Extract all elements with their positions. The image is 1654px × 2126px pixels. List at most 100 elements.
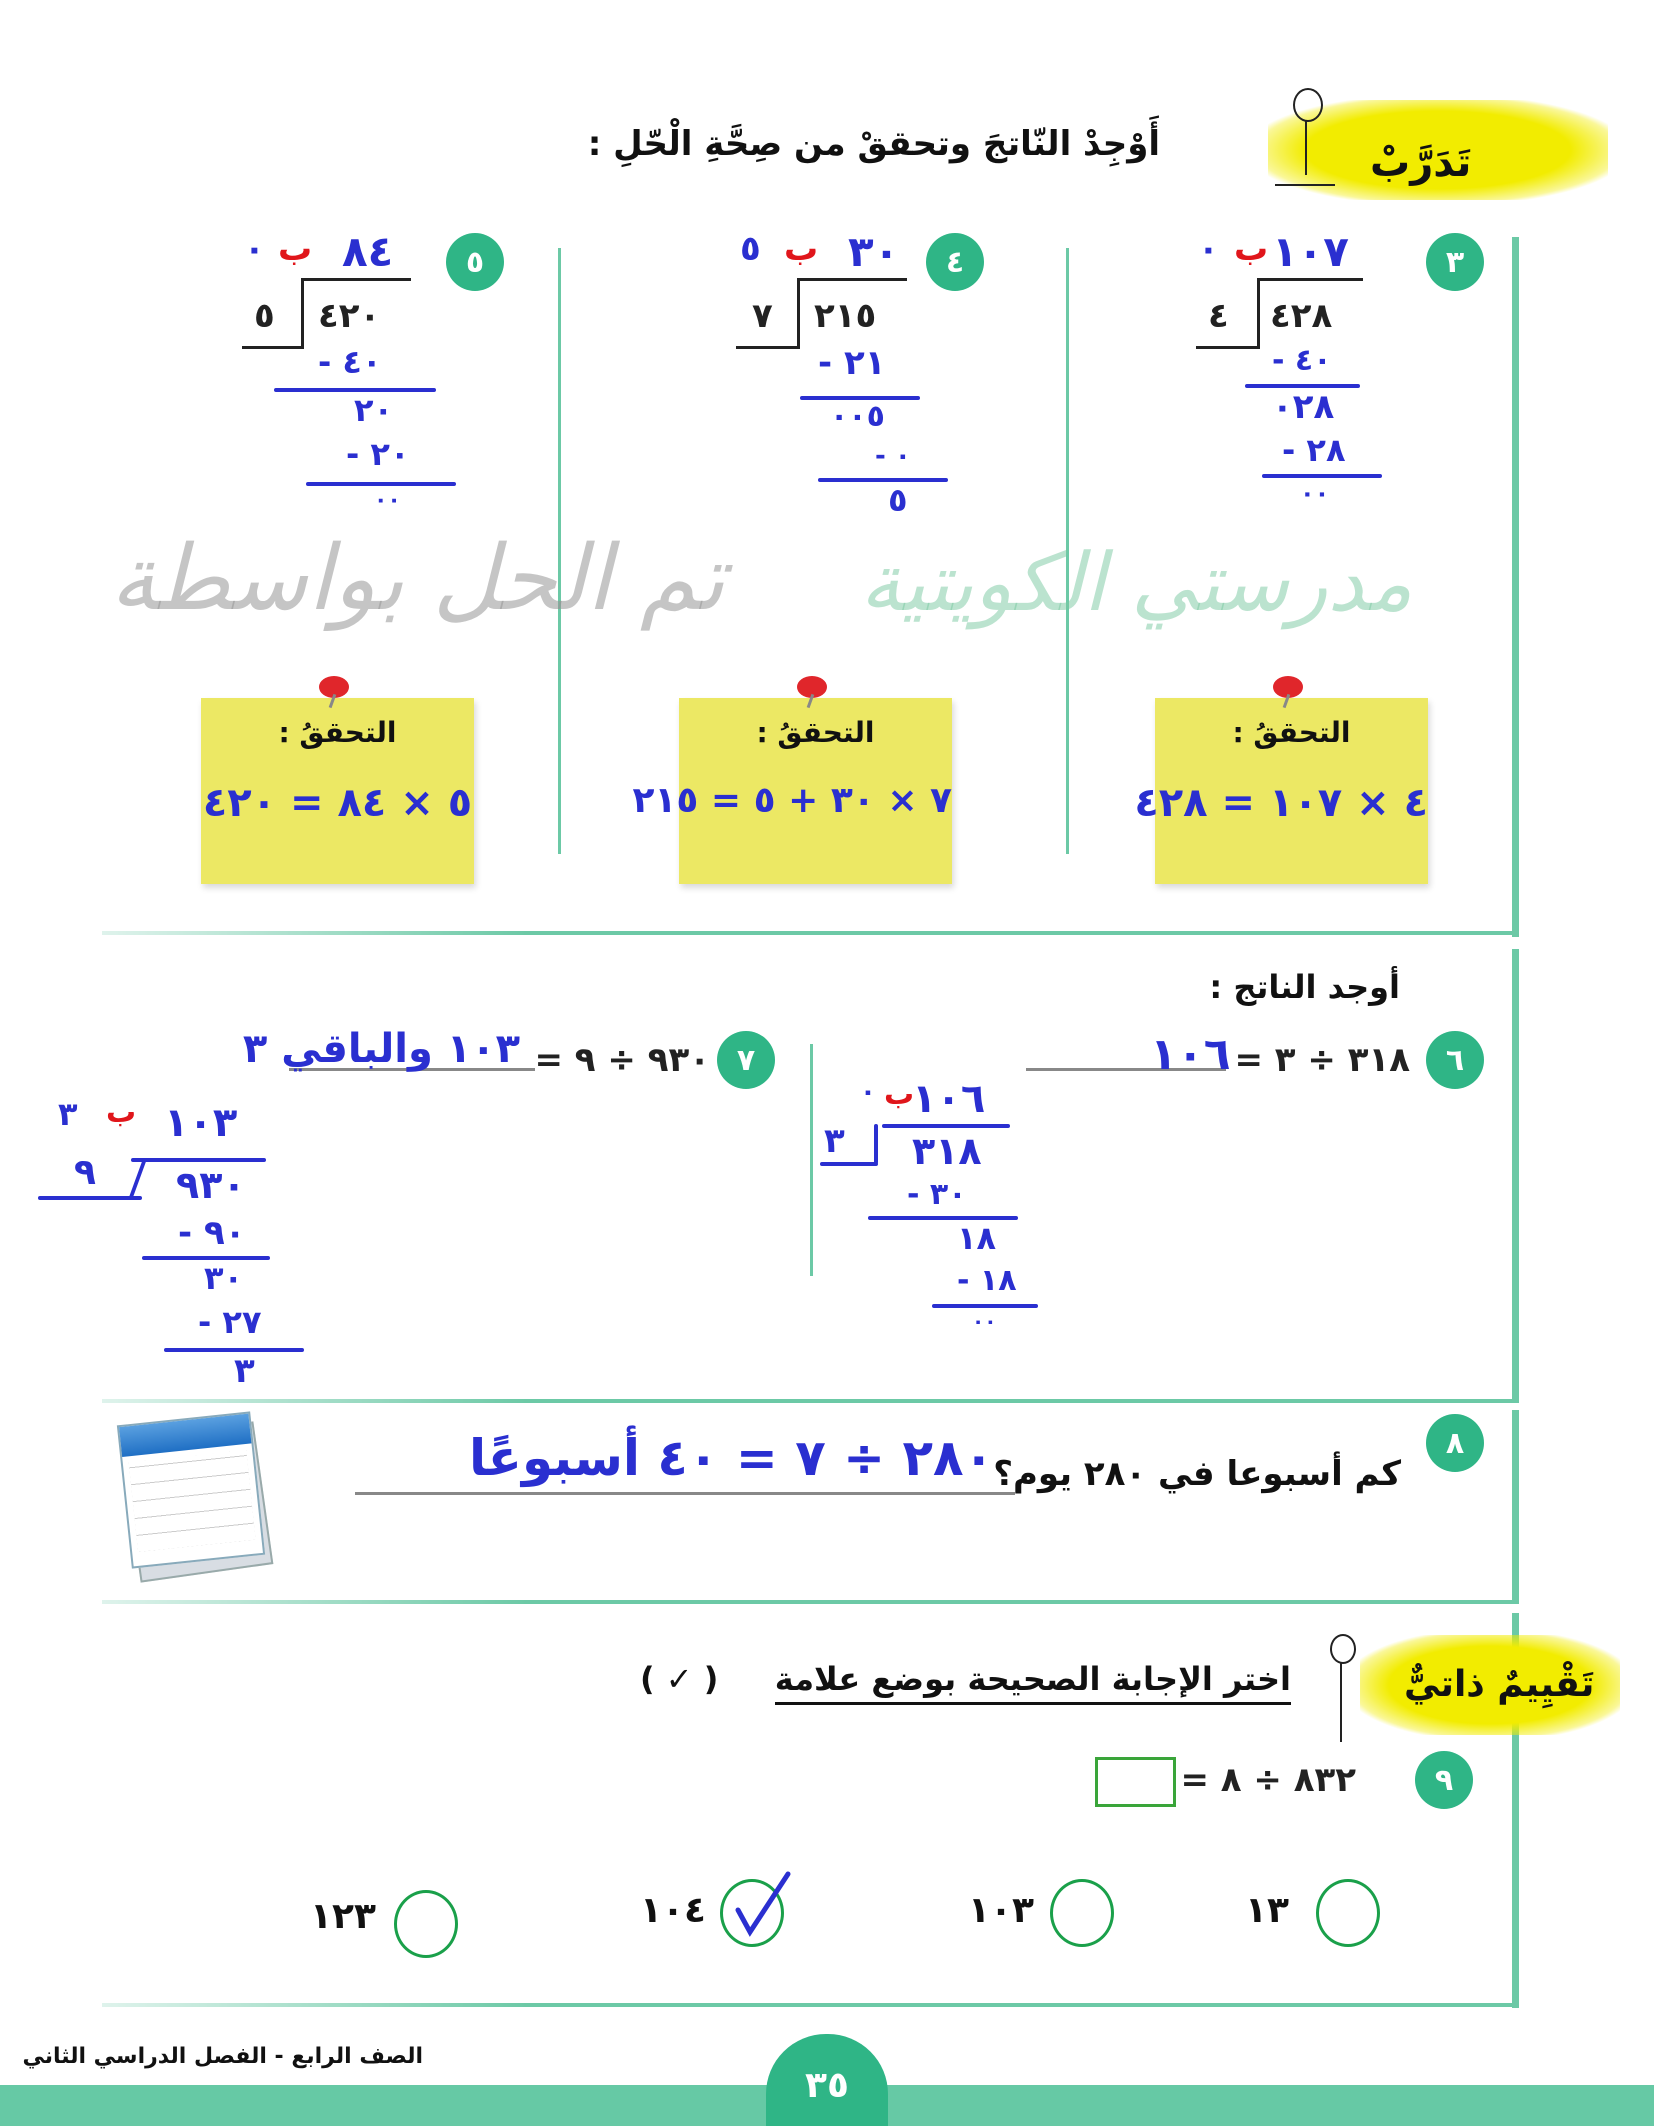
option-13-radio[interactable] [1316,1879,1380,1947]
problem-number-8: ٨ [1426,1414,1484,1472]
check-note-3: التحققُ : ٤ × ١٠٧ = ٤٢٨ [1134,676,1428,884]
divisor: ٩ [74,1152,96,1193]
section-divider [102,2003,1519,2007]
answer-box[interactable] [1095,1757,1176,1807]
section-border [1512,1410,1519,1604]
answer-line [289,1068,535,1071]
work-step: ٥ [888,481,908,519]
divisor: ٥ [254,296,275,336]
division-bracket [38,1196,142,1200]
work-step: ٤٠ - [1272,343,1332,378]
section-divider [102,931,1519,935]
option-104-radio[interactable] [720,1879,784,1947]
footer-grade: الصف الرابع - الفصل الدراسي الثاني [22,2044,423,2069]
work-line [800,396,920,400]
option-103-radio[interactable] [1050,1879,1114,1947]
calendar-icon [116,1411,280,1583]
remainder-label: ب [106,1095,137,1130]
division-bracket [242,346,304,349]
check-answer: ٧ × ٣٠ + ٥ = ٢١٥ [632,780,952,821]
self-assessment-highlight [1360,1635,1620,1735]
option-123-label: ١٢٣ [310,1896,376,1937]
work-step: ٠٠ [1300,479,1330,507]
quotient: ١٠٦ [912,1076,986,1122]
work-line [306,482,456,486]
remainder: ٣ [58,1095,78,1133]
check-label: التحققُ : [278,716,397,749]
problem-6-expression: ٣١٨ ÷ ٣ = [1234,1040,1410,1080]
option-104-label: ١٠٤ [640,1890,706,1931]
self-assessment-instruction: اختر الإجابة الصحيحة بوضع علامة [774,1660,1291,1705]
work-step: ٢٠ - [346,435,410,473]
check-note-4: التحققُ : ٧ × ٣٠ + ٥ = ٢١٥ [632,676,952,884]
division-bracket [131,1158,266,1162]
division-bracket [301,278,304,348]
work-step: ٢١ - [818,343,886,383]
remainder-label: ب [784,229,819,269]
problem-number-7: ٧ [717,1031,775,1089]
check-answer: ٥ × ٨٤ = ٤٢٠ [202,780,473,826]
divisor: ٧ [752,296,773,336]
section-divider [102,1399,1519,1403]
dividend: ٩٣٠ [176,1163,246,1207]
work-line [1245,384,1360,388]
check-answer: ٤ × ١٠٧ = ٤٢٨ [1134,780,1428,826]
pushpin-icon [319,676,349,698]
check-mark-hint: ( ✓ ) [640,1660,719,1698]
problem-number-9: ٩ [1415,1751,1473,1809]
quotient: ٨٤ [342,227,394,276]
practice-badge-highlight [1268,100,1608,200]
divisor: ٣ [824,1121,845,1161]
pushpin-icon [1273,676,1303,698]
remainder-label: ب [1234,229,1269,269]
check-label: التحققُ : [1232,716,1351,749]
work-line [868,1216,1018,1220]
work-line [818,478,948,482]
section-divider [102,1600,1519,1604]
problem-8-answer: ٢٨٠ ÷ ٧ = ٤٠ أسبوعًا [469,1429,994,1487]
pushpin-icon [797,676,827,698]
self-assessment-badge: تَقْيِيمٌ ذاتيٌّ [1404,1664,1595,1705]
problem-6-answer: ١٠٦ [1150,1029,1231,1080]
division-bracket [797,278,800,348]
work-step: ٠٠ [972,1309,997,1333]
work-step: ٤٠ - [318,343,382,381]
work-step: ٠٠٥ [830,399,885,434]
problem-number-4: ٤ [926,233,984,291]
division-bracket [882,1124,1010,1128]
dividend: ٤٢٨ [1270,296,1333,336]
remainder: ٠ [860,1077,876,1107]
dividend: ٤٢٠ [318,296,381,336]
dividend: ٣١٨ [912,1129,982,1173]
work-line [164,1348,304,1352]
long-division-5: ٨٤ ب ٠ ٥ ٤٢٠ ٤٠ - ٢٠ ٢٠ - ٠٠ [234,227,464,518]
remainder: ٠ [244,229,265,269]
divisor: ٤ [1208,296,1229,336]
quotient: ٣٠ [848,227,900,276]
problem-8-question: كم أسبوعا في ٢٨٠ يوم؟ [993,1454,1401,1494]
long-division-4: ٣٠ ب ٥ ٧ ٢١٥ ٢١ - ٠٠٥ ٠ - ٥ [730,227,960,519]
problem-number-5: ٥ [446,233,504,291]
work-step: ١٨ - [957,1263,1017,1298]
page-number-tab: ٣٥ [766,2034,888,2126]
find-result-heading: أوجد الناتج : [1209,968,1400,1006]
option-13-label: ١٣ [1245,1890,1289,1931]
problem-7-expression: ٩٣٠ ÷ ٩ = [534,1040,710,1080]
check-mark-icon [732,1870,792,1940]
division-bracket [1196,346,1260,349]
division-bracket [820,1162,878,1166]
problem-number-3: ٣ [1426,233,1484,291]
idea-figure-icon [1318,1620,1368,1750]
quotient: ١٠٣ [164,1100,238,1146]
dividend: ٢١٥ [814,296,877,336]
problem-7-answer: ١٠٣ والباقي ٣ [242,1026,520,1072]
long-division-7: ١٠٣ ب ٣ ٩ ٩٣٠ ٩٠ - ٣٠ ٢٧ - ٣ [36,1095,316,1395]
remainder: ٥ [740,229,761,269]
division-bracket [301,278,411,281]
option-123-radio[interactable] [394,1890,458,1958]
work-step: ٠٢٨ [1272,387,1335,427]
section-border [1512,949,1519,1403]
stick-figure-icon [1275,88,1345,188]
work-step: ٩٠ - [178,1213,246,1253]
page-number: ٣٥ [805,2064,849,2106]
